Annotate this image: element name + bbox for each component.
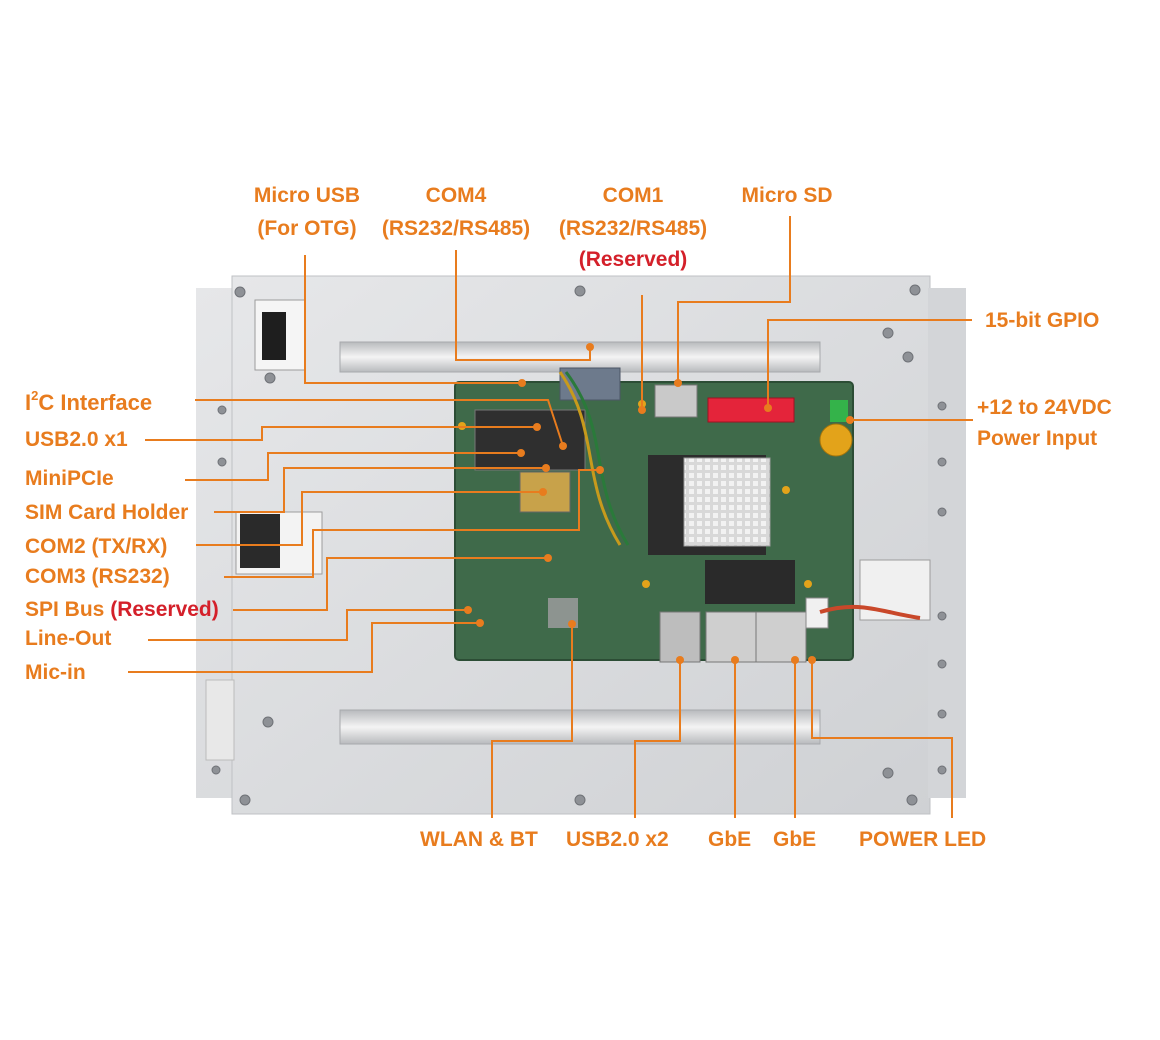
label-com1-line2: (RS232/RS485) xyxy=(558,217,708,240)
label-spi-reserved: (Reserved) xyxy=(110,598,219,621)
callout-line-com2 xyxy=(196,491,543,546)
callout-line-sim xyxy=(214,467,546,513)
label-com1-line1: COM1 xyxy=(602,184,664,207)
callout-line-spi xyxy=(233,557,548,611)
label-com1-reserved: (Reserved) xyxy=(578,248,688,271)
callout-line-com4 xyxy=(455,250,591,361)
callout-line-usb20-x1 xyxy=(145,426,537,441)
label-power-input-line2: Power Input xyxy=(977,427,1098,450)
label-spi-text: SPI Bus xyxy=(25,598,105,621)
label-i2c-prefix: I xyxy=(25,390,32,415)
label-power-led: POWER LED xyxy=(859,828,987,851)
label-micro-usb: Micro USB (For OTG) xyxy=(254,183,360,242)
label-com1: COM1 (RS232/RS485) (Reserved) xyxy=(559,183,707,273)
callout-line-micro-sd xyxy=(677,216,791,383)
label-gbe-2: GbE xyxy=(773,828,817,851)
label-wlan-bt: WLAN & BT xyxy=(420,828,538,851)
callout-line-micro-usb xyxy=(304,255,522,384)
callout-line-mic-in xyxy=(128,622,480,673)
label-com4-line1: COM4 xyxy=(425,184,487,207)
label-i2c: I2C Interface xyxy=(25,387,153,416)
label-usb20-x2: USB2.0 x2 xyxy=(566,828,669,851)
label-com4-line2: (RS232/RS485) xyxy=(381,217,531,240)
callout-line-power-led xyxy=(811,660,953,818)
label-mic-in: Mic-in xyxy=(25,661,86,684)
label-i2c-sup: 2 xyxy=(31,387,39,403)
callout-line-i2c xyxy=(195,399,564,447)
label-spi: SPI Bus (Reserved) xyxy=(25,597,219,623)
callout-line-line-out xyxy=(148,609,468,641)
label-power-input: +12 to 24VDC Power Input xyxy=(977,395,1112,452)
label-line-out: Line-Out xyxy=(25,627,112,650)
callout-lines xyxy=(128,216,973,818)
label-micro-usb-line2: (For OTG) xyxy=(257,217,357,240)
label-power-input-line1: +12 to 24VDC xyxy=(977,396,1112,419)
label-usb20-x1: USB2.0 x1 xyxy=(25,428,128,451)
label-com2: COM2 (TX/RX) xyxy=(25,535,168,558)
label-com3: COM3 (RS232) xyxy=(25,565,170,588)
callout-line-usb20-x2 xyxy=(634,660,681,818)
callout-line-minipcie xyxy=(185,452,521,481)
callout-dots xyxy=(464,343,854,664)
callout-line-com3 xyxy=(224,469,600,578)
callout-line-gpio xyxy=(767,319,972,408)
label-com4: COM4 (RS232/RS485) xyxy=(382,183,530,242)
label-minipcie: MiniPCIe xyxy=(25,467,114,490)
label-gpio: 15-bit GPIO xyxy=(985,309,1100,332)
circuit-board xyxy=(454,367,921,663)
label-micro-usb-line1: Micro USB xyxy=(253,184,361,207)
label-gbe-1: GbE xyxy=(708,828,752,851)
label-sim: SIM Card Holder xyxy=(25,501,189,524)
label-i2c-rest: C Interface xyxy=(38,390,153,415)
callout-line-wlan xyxy=(491,624,573,818)
label-micro-sd: Micro SD xyxy=(741,184,833,207)
